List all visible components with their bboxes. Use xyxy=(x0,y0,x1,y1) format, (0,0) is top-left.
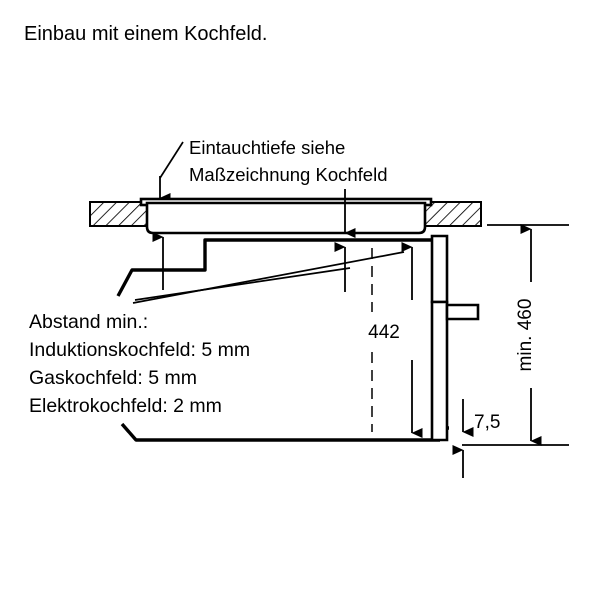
gap-arrows xyxy=(152,189,356,292)
oven-door-panel-lower xyxy=(430,300,449,442)
dimension-min-460: min. 460 xyxy=(462,224,569,446)
oven-door-panel-upper xyxy=(430,234,449,304)
page-title: Einbau mit einem Kochfeld. xyxy=(24,23,267,45)
clearance-note-line-1: Induktionskochfeld: 5 mm xyxy=(29,339,250,361)
dimension-442-label: 442 xyxy=(368,322,400,343)
worktop-right-section xyxy=(423,201,482,227)
immersion-depth-leader xyxy=(159,141,184,179)
oven-top-profile xyxy=(116,238,432,297)
immersion-depth-annotation: Eintauchtiefe siehe Maßzeichnung Kochfel… xyxy=(159,137,387,203)
clearance-note-block: Abstand min.: Induktionskochfeld: 5 mm G… xyxy=(29,311,250,417)
dimension-7-5: 7,5 xyxy=(452,399,500,478)
clearance-leaders xyxy=(132,251,405,304)
immersion-depth-line-2: Maßzeichnung Kochfeld xyxy=(189,164,387,185)
dimension-min-460-label: min. 460 xyxy=(515,299,536,372)
worktop-left-section xyxy=(89,201,148,227)
dimension-442: 442 xyxy=(368,242,423,438)
cooktop-assembly xyxy=(139,197,433,235)
oven-door-handle xyxy=(445,303,480,321)
clearance-note-line-2: Gaskochfeld: 5 mm xyxy=(29,367,197,389)
immersion-depth-line-1: Eintauchtiefe siehe xyxy=(189,137,345,158)
clearance-leader-upper xyxy=(134,267,351,301)
clearance-note-heading: Abstand min.: xyxy=(29,311,148,333)
oven-bottom-profile xyxy=(120,422,440,442)
dimension-7-5-label: 7,5 xyxy=(474,412,500,433)
oven-door-assembly xyxy=(430,234,480,442)
cooktop-body xyxy=(145,201,427,235)
clearance-note-line-3: Elektrokochfeld: 2 mm xyxy=(29,395,222,417)
clearance-leader-lower xyxy=(132,251,405,304)
